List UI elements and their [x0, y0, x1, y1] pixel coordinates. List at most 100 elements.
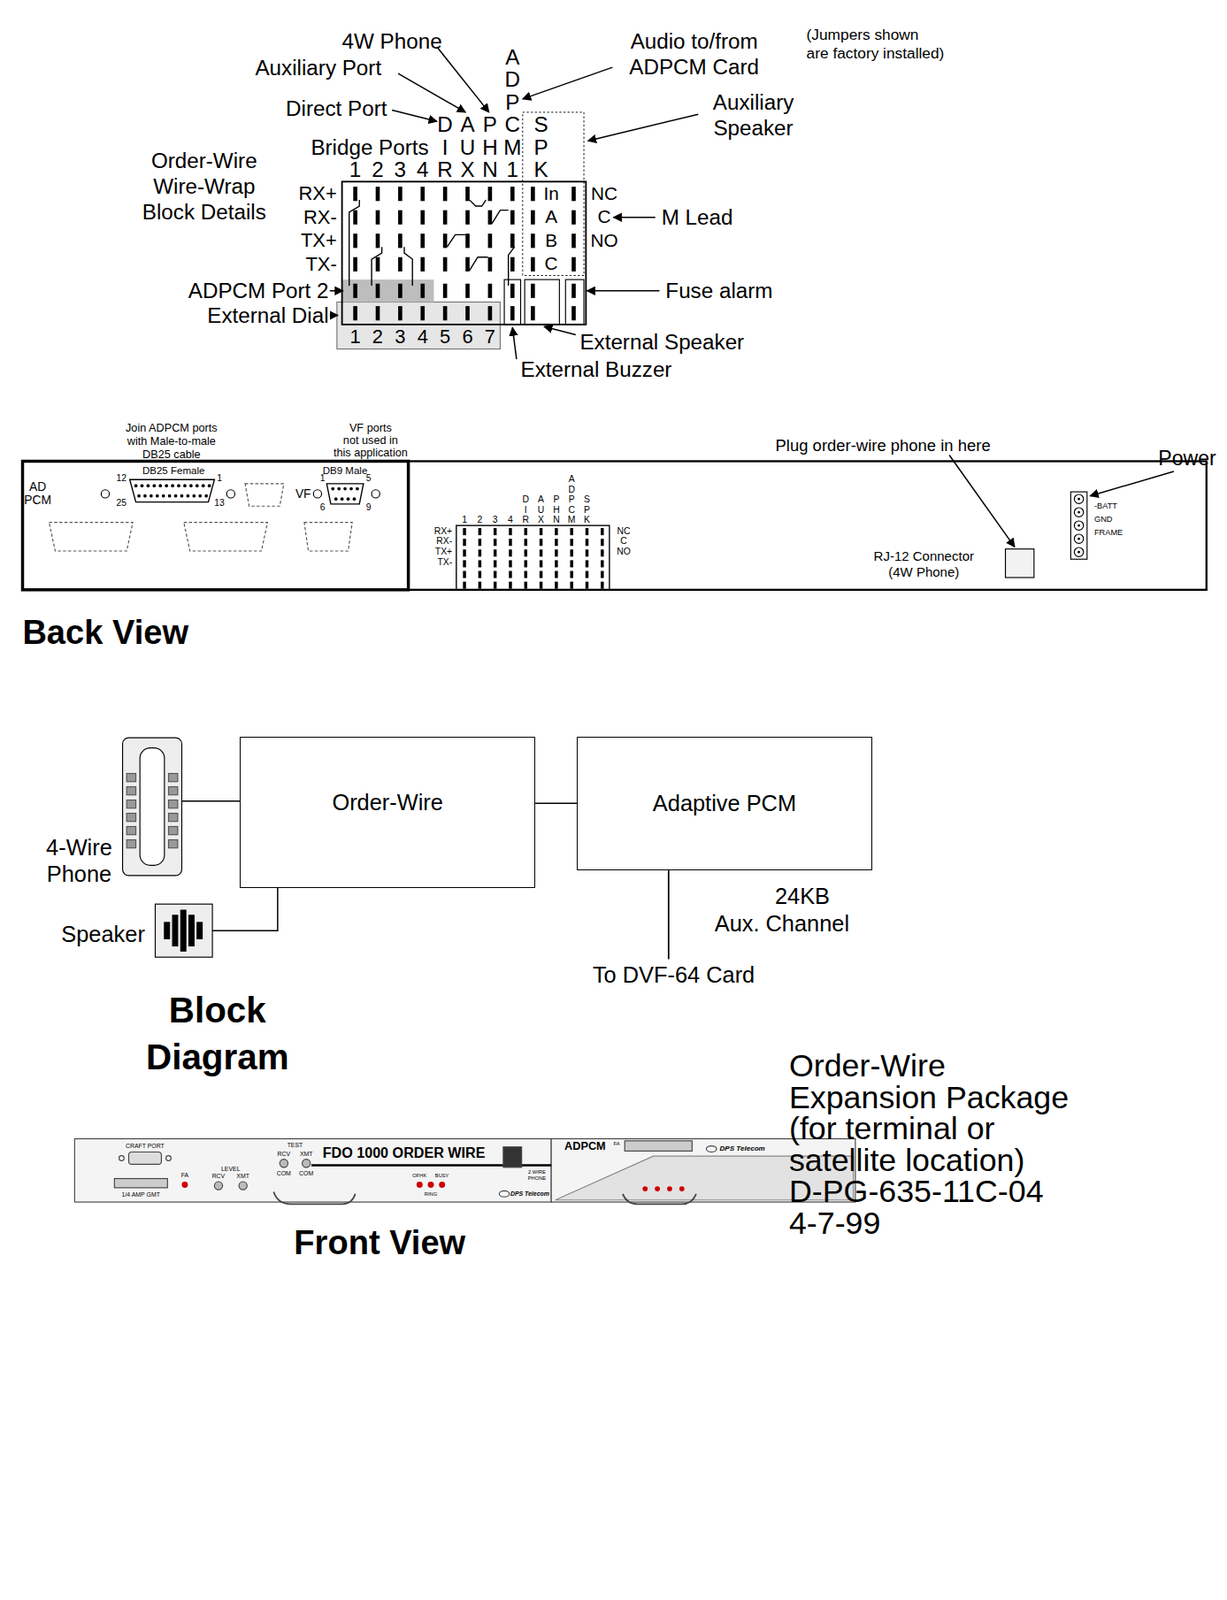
annotation-label: -BATT: [1094, 501, 1118, 512]
annotation-label: TX-: [437, 557, 453, 568]
wrap-pin: [478, 549, 482, 557]
annotation-label: A: [568, 474, 576, 485]
wrap-pin: [493, 528, 497, 536]
drawing-part: [1089, 471, 1174, 497]
annotation-label: Power: [1157, 446, 1216, 472]
phone-key: [126, 826, 136, 835]
screw: [166, 1156, 172, 1162]
wrap-pin: [539, 559, 543, 568]
wrap-pin: [462, 528, 466, 536]
annotation-label: 2: [372, 325, 384, 349]
annotation-label: D: [437, 111, 453, 138]
wrap-pin: [462, 538, 466, 546]
db25-pin: [143, 494, 147, 499]
wrap-pin: [554, 559, 558, 568]
annotation-label: not used in: [343, 434, 399, 448]
phone-key: [168, 826, 177, 835]
annotation-label: 1: [349, 156, 361, 183]
wrap-pin: [508, 559, 512, 568]
wrap-pin: [398, 306, 403, 321]
wrap-pin: [508, 538, 512, 546]
wrap-pin: [508, 528, 512, 536]
wrap-pin: [352, 257, 358, 272]
drawing-part: [522, 67, 614, 100]
connector-pins: [126, 483, 1084, 848]
phone-key: [126, 787, 136, 796]
wrap-pin: [352, 283, 358, 299]
terminal-screw: [1077, 551, 1081, 554]
annotation-label: ADPCM: [564, 1140, 606, 1154]
annotation-label: Fuse alarm: [665, 277, 773, 304]
annotation-label: 5: [366, 473, 372, 484]
wrap-pin: [462, 582, 466, 590]
wrap-pin: [508, 582, 512, 590]
annotation-label: VF ports: [349, 421, 392, 436]
phone-jack: [503, 1147, 522, 1168]
annotation-label: XMT: [299, 1150, 314, 1158]
mini-wrap-pins: [462, 528, 604, 590]
jumper: [446, 234, 466, 247]
wrap-pin: [585, 559, 589, 568]
wrap-pin: [420, 233, 425, 248]
wrap-pin: [510, 257, 515, 272]
annotation-label: D: [505, 66, 522, 93]
annotation-label: this application: [333, 446, 408, 461]
annotation-label: X: [460, 156, 475, 183]
annotation-label: 9: [366, 502, 372, 514]
annotation-label: A: [544, 206, 558, 229]
annotation-label: 1/4 AMP GMT: [122, 1191, 161, 1199]
db25-pin: [204, 494, 208, 499]
jumpers: [349, 199, 515, 286]
front-panel: [74, 1139, 856, 1205]
annotation-label: H: [482, 134, 499, 161]
annotation-label: Plug order-wire phone in here: [775, 436, 991, 456]
wrap-pin: [443, 283, 448, 299]
annotation-label: RX+: [434, 526, 453, 537]
annotation-label: GND: [1094, 514, 1113, 525]
annotation-label: Back View: [22, 613, 189, 654]
annotation-label: CRAFT PORT: [125, 1142, 165, 1151]
annotation-label: I: [442, 134, 449, 161]
wrap-pin: [571, 306, 576, 321]
drawing-part: [329, 290, 344, 292]
jumper: [508, 246, 515, 286]
logo: [705, 1146, 717, 1153]
led: [679, 1186, 685, 1192]
wrap-pin: [524, 570, 528, 578]
annotation-label: 6: [461, 325, 473, 349]
speaker-bar: [189, 915, 195, 947]
annotation-label: ADPCM Port 2: [188, 277, 330, 304]
annotation-label: VF: [295, 486, 312, 502]
annotation-label: Bridge Ports: [310, 134, 429, 161]
annotation-label: Audio to/from ADPCM Card: [617, 28, 771, 80]
annotation-label: Aux. Channel: [714, 910, 850, 937]
drawing-part: [587, 290, 660, 292]
annotation-label: 4: [417, 325, 429, 349]
wrap-pin: [420, 257, 425, 272]
test-jack: [279, 1159, 288, 1168]
annotation-label: 4-7-99: [789, 1204, 881, 1243]
wrap-pin: [478, 538, 482, 546]
annotation-label: H: [552, 505, 560, 516]
db25-pin: [176, 483, 181, 488]
wrap-pin: [585, 538, 589, 546]
db25-pin: [198, 494, 202, 499]
annotation-label: 4: [507, 514, 514, 526]
annotation-label: DB9 Male: [322, 465, 369, 478]
wrap-pin: [600, 538, 604, 546]
wrap-pin: [539, 538, 543, 546]
connector-line: [181, 800, 240, 803]
screw: [226, 490, 235, 499]
annotation-label: FA: [613, 1141, 620, 1148]
terminal-screw: [1077, 498, 1081, 501]
wrap-pin: [508, 549, 512, 557]
db25-pin: [158, 483, 162, 488]
wrap-pin: [462, 559, 466, 568]
annotation-label: 4W Phone: [342, 28, 443, 54]
caption-text: Order-Wire Expansion Package (for termin…: [789, 1050, 1086, 1178]
wrap-pin: [352, 186, 358, 201]
wrap-pin: [465, 210, 470, 225]
db9-connector: [326, 483, 364, 505]
wrap-pin: [488, 186, 493, 201]
